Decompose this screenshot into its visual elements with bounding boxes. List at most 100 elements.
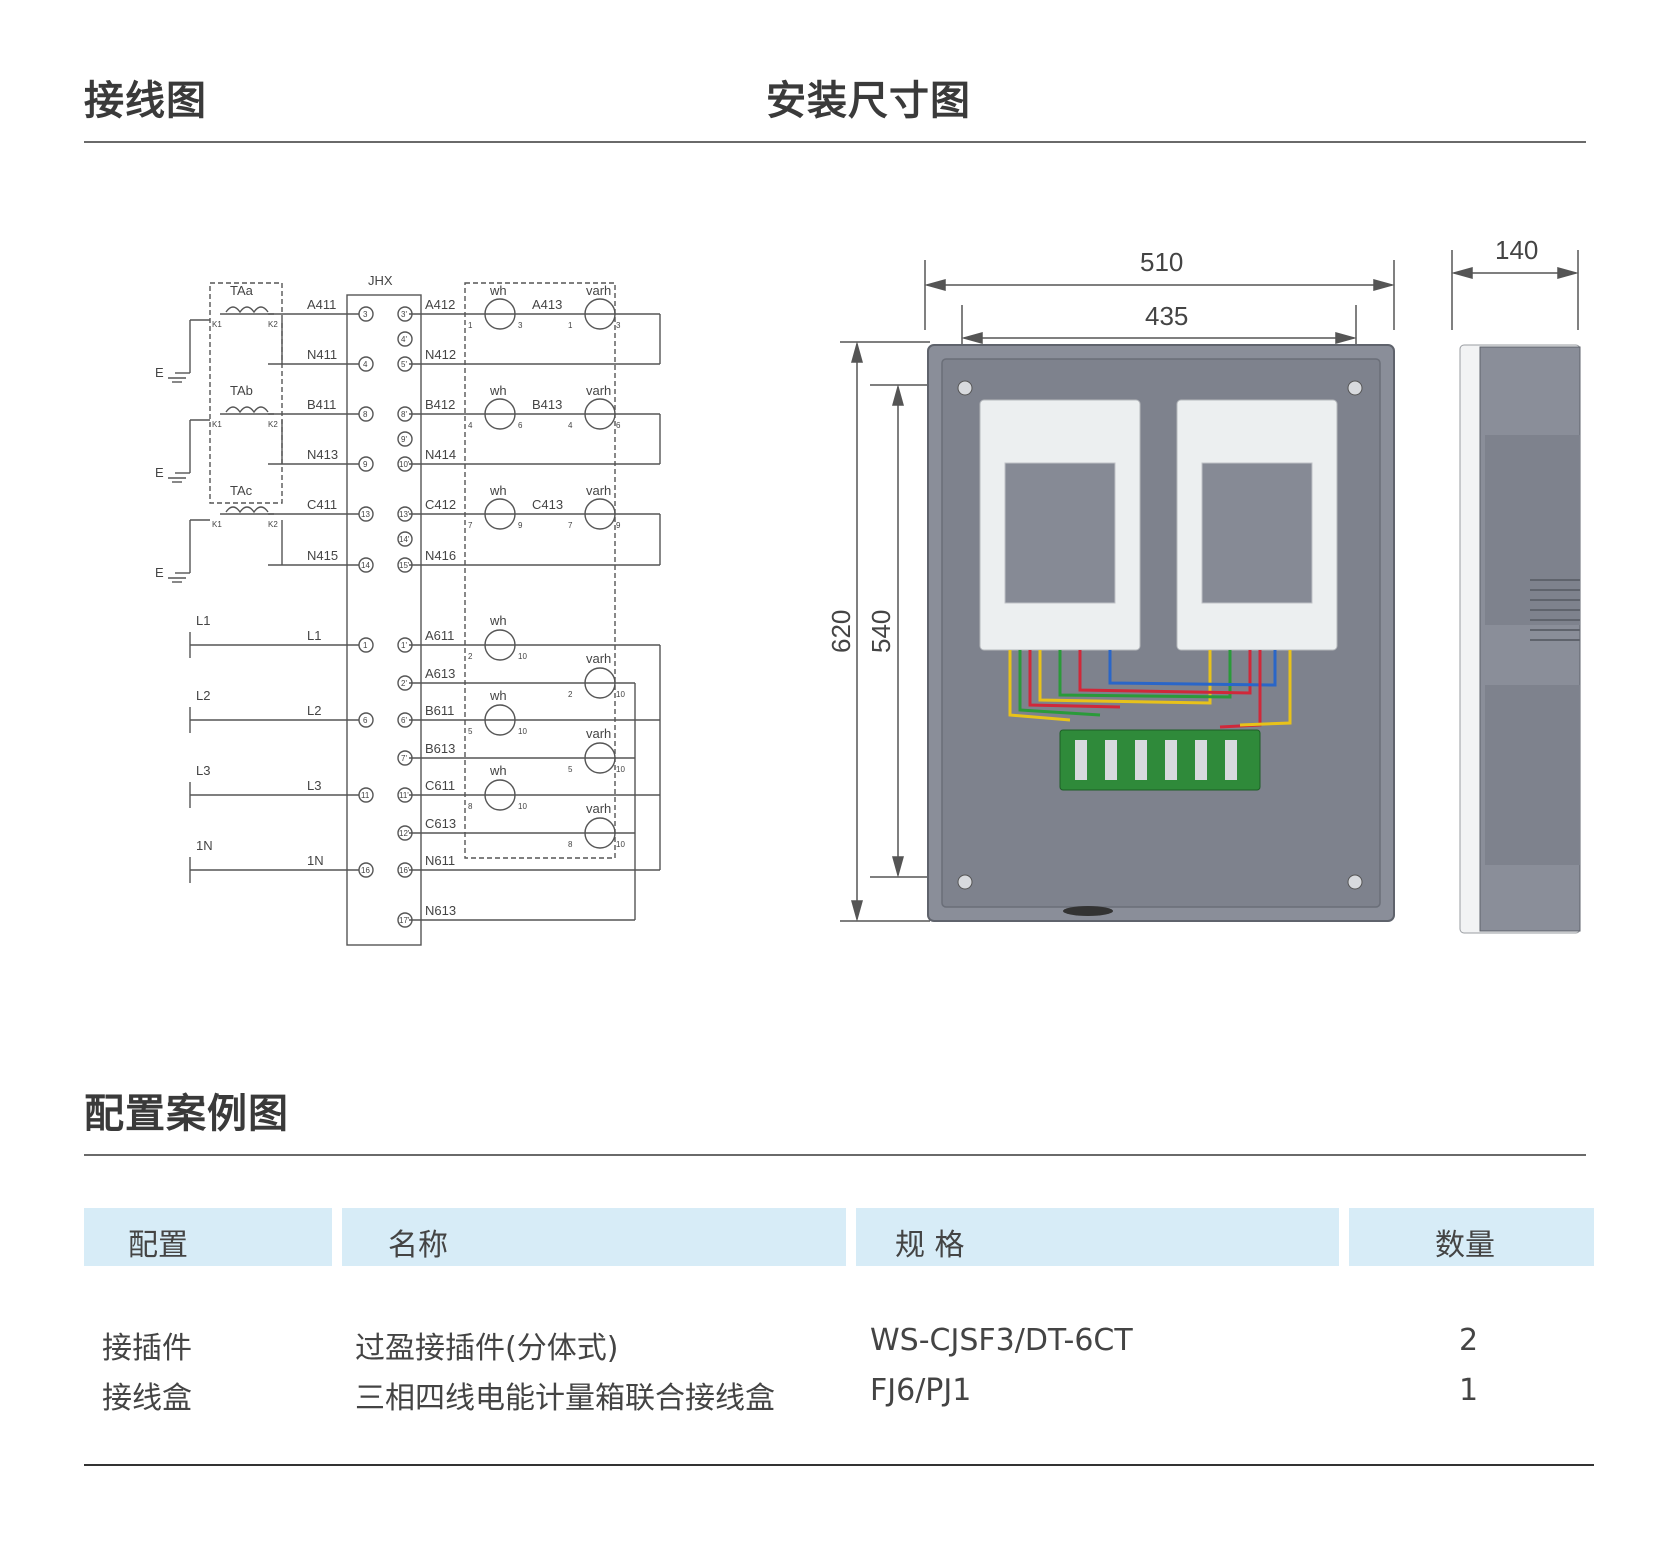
table-cell-name: 三相四线电能计量箱联合接线盒 [355,1381,775,1416]
wh-label: wh [489,383,507,398]
meter-label: B413 [532,397,562,412]
k1-label: K1 [212,320,222,329]
terminal-number: 11' [399,791,409,800]
ta-label: TAb [230,383,253,398]
config-divider [84,1154,1586,1156]
terminal-number: 5' [401,360,407,369]
terminal-number: 6 [363,716,368,725]
terminal-number: 8' [401,410,407,419]
wire-label: B611 [425,703,454,718]
wire-label: N412 [425,347,456,362]
varh-label: varh [586,651,611,666]
wire-label: A613 [425,666,455,681]
varh-label: varh [586,801,611,816]
terminal-number: 3' [401,310,407,319]
input-label: 1N [196,838,213,853]
table-cell-config: 接插件 [102,1331,192,1366]
meter-pin: 1 [468,321,473,330]
wire-label: N413 [307,447,338,462]
meter-pin: 6 [518,421,523,430]
meter-pin: 4 [568,421,573,430]
terminal-number: 9' [401,435,407,444]
wire-label: L2 [307,703,321,718]
terminal-number: 14' [399,535,410,544]
wire-label: N411 [307,347,337,362]
meter-pin: 5 [568,765,573,774]
terminal-number: 17' [399,916,410,925]
wire-label: B411 [307,397,336,412]
table-header-cell [1349,1208,1594,1266]
table-cell-qty: 2 [1459,1323,1479,1358]
meter-pin: 10 [518,727,527,736]
wh-label: wh [489,283,507,298]
wire-label: B613 [425,741,455,756]
wiring-diagram: JHX TAa TAb TAc E E E L1 L2 L3 1N A411 N… [155,273,661,946]
varh-label: varh [586,726,611,741]
wire-label: L3 [307,778,321,793]
meter-pin: 10 [616,690,625,699]
meter-pin: 3 [518,321,523,330]
terminal-number: 16 [361,866,370,875]
wire-label: A412 [425,297,455,312]
header-qty: 数量 [1435,1228,1495,1263]
meter-pin: 8 [568,840,573,849]
dimension-width-inner: 435 [1145,301,1188,331]
header-name: 名称 [388,1228,448,1263]
table-cell-name: 过盈接插件(分体式) [355,1331,619,1366]
config-heading: 配置案例图 [84,1091,289,1137]
wh-label: wh [489,483,507,498]
header-config: 配置 [128,1228,188,1263]
table-header-cell [84,1208,332,1266]
wire-label: A611 [425,628,454,643]
wh-label: wh [489,613,507,628]
terminal-number: 3 [363,310,368,319]
wire-label: 1N [307,853,324,868]
install-heading: 安装尺寸图 [766,78,971,124]
wire-label: C611 [425,778,455,793]
terminal-number: 14 [361,561,370,570]
earth-label: E [155,365,164,380]
terminal-number: 9 [363,460,368,469]
wire-label: L1 [307,628,321,643]
terminal-number: 16' [399,866,410,875]
meter-pin: 2 [568,690,573,699]
terminal-number: 15' [399,561,410,570]
terminal-number: 11 [361,791,370,800]
dimension-height-outer: 620 [826,610,856,653]
table-cell-config: 接线盒 [102,1381,192,1416]
input-label: L2 [196,688,210,703]
wire-label: N613 [425,903,456,918]
terminal-number: 4 [363,360,368,369]
meter-pin: 7 [468,521,473,530]
meter-pin: 10 [616,765,625,774]
table-header-cell [856,1208,1339,1266]
meter-pin: 3 [616,321,621,330]
terminal-number: 10' [399,460,410,469]
meter-pin: 7 [568,521,573,530]
table-cell-spec: FJ6/PJ1 [870,1373,972,1408]
wire-label: B412 [425,397,455,412]
terminal-number: 1 [363,641,368,650]
table-cell-spec: WS-CJSF3/DT-6CT [870,1323,1133,1358]
wire-label: C411 [307,497,337,512]
k2-label: K2 [268,420,278,429]
meter-pin: 5 [468,727,473,736]
terminal-number: 1' [401,641,407,650]
dimension-width-outer: 510 [1140,247,1183,277]
meter-label: C413 [532,497,563,512]
terminal-number: 2' [401,679,407,688]
wire-label: C613 [425,816,456,831]
meter-pin: 6 [616,421,621,430]
meter-pin: 2 [468,652,473,661]
dimension-depth: 140 [1495,235,1538,265]
wire-label: A411 [307,297,336,312]
meter-pin: 1 [568,321,573,330]
table-cell-qty: 1 [1459,1373,1479,1408]
meter-pin: 10 [518,802,527,811]
meter-pin: 10 [616,840,625,849]
varh-label: varh [586,383,611,398]
wire-label: N416 [425,548,456,563]
k2-label: K2 [268,520,278,529]
bottom-divider [84,1464,1594,1466]
meter-pin: 9 [518,521,523,530]
